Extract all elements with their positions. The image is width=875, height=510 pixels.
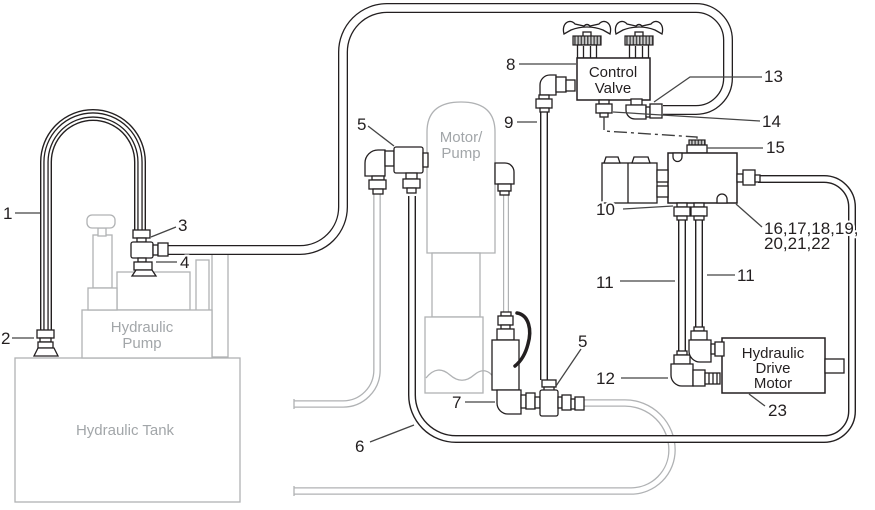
valve-handle-left <box>562 20 612 59</box>
hydraulic-drive-motor: Hydraulic Drive Motor <box>721 337 845 394</box>
hydraulic-tank-label: Hydraulic Tank <box>76 422 175 439</box>
callout-9: 9 <box>504 113 513 132</box>
motor-pump: Motor/ Pump <box>424 101 496 394</box>
control-valve: Control Valve <box>562 20 664 101</box>
hose-9-elbow <box>535 74 576 113</box>
elbow-upper-motor-port <box>688 326 725 363</box>
tee-fitting-5b <box>539 379 585 417</box>
hoses-11 <box>678 220 703 353</box>
tee-fitting-5a <box>364 146 429 195</box>
drive-motor-label-2: Drive <box>755 360 790 377</box>
callouts: 1 2 3 4 5 5 6 7 8 9 10 11 11 12 13 14 15… <box>0 53 861 458</box>
elbow-13 <box>625 98 663 120</box>
hydraulic-tank: Hydraulic Tank <box>14 357 241 503</box>
fitting-2 <box>32 329 60 357</box>
callout-7: 7 <box>452 393 461 412</box>
hydraulic-pump-label-2: Pump <box>122 335 161 352</box>
shutoff-valve-assembly <box>491 162 532 391</box>
callout-11a: 11 <box>596 273 614 292</box>
fitting-14 <box>595 99 613 118</box>
callout-8: 8 <box>506 55 515 74</box>
callout-12: 12 <box>596 369 615 388</box>
control-valve-label-2: Valve <box>595 80 631 97</box>
solenoid-valve-10 <box>601 156 669 204</box>
return-hose-gray <box>293 399 676 496</box>
elbow-fitting-12 <box>670 350 721 387</box>
fitting-4 <box>130 261 158 277</box>
callout-13: 13 <box>764 67 783 86</box>
motor-pump-label-1: Motor/ <box>440 129 483 146</box>
callout-16-22-line2: 20,21,22 <box>764 234 830 253</box>
fitting-3-tee <box>130 229 169 263</box>
drive-motor-label-3: Motor <box>754 375 792 392</box>
callout-14: 14 <box>762 112 781 131</box>
callout-23: 23 <box>768 401 787 420</box>
callout-15: 15 <box>766 138 785 157</box>
suction-hose-gray <box>293 194 381 409</box>
hose-6 <box>408 175 856 443</box>
callout-10: 10 <box>596 200 615 219</box>
suction-hose-1 <box>40 109 146 333</box>
control-valve-label-1: Control <box>589 64 637 81</box>
callout-6: 6 <box>355 437 364 456</box>
manifold-block <box>667 152 761 221</box>
callout-4: 4 <box>180 253 189 272</box>
ball-valve-handle <box>513 311 532 368</box>
callout-5a: 5 <box>357 115 366 134</box>
callout-2: 2 <box>1 329 10 348</box>
motor-pump-label-2: Pump <box>441 145 480 162</box>
callout-3: 3 <box>178 216 187 235</box>
callout-11b: 11 <box>737 266 755 285</box>
drive-motor-label-1: Hydraulic <box>742 345 805 362</box>
callout-5b: 5 <box>578 332 587 351</box>
elbow-7 <box>496 389 541 415</box>
hydraulic-pump: Hydraulic Pump <box>81 214 213 359</box>
callout-1: 1 <box>3 204 12 223</box>
pressure-hose-loop <box>168 2 733 255</box>
fitting-15 <box>686 139 708 154</box>
callout-16-22-line1: 16,17,18,19, <box>764 219 859 238</box>
hydraulic-pump-label-1: Hydraulic <box>111 319 174 336</box>
valve-handle-right <box>614 20 664 59</box>
solenoid-wire-phantom-line <box>603 117 698 142</box>
